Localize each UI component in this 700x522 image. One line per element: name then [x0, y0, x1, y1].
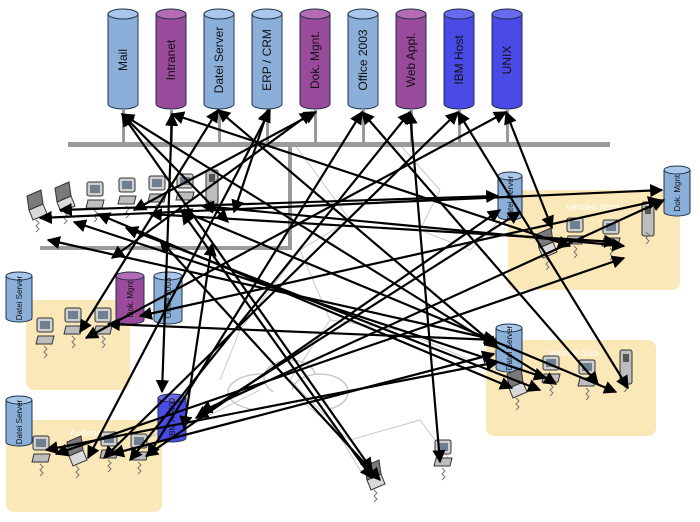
top-server-unix-label: UNIX [500, 46, 514, 75]
top-server-mail-label: Mail [116, 49, 130, 71]
workstation-icon[interactable] [26, 189, 48, 233]
top-server-office-2003-label: Office 2003 [356, 29, 370, 90]
local-server-datei-left1[interactable]: Datei Server [5, 271, 33, 323]
workstation-icon[interactable] [433, 439, 453, 481]
top-server-ibm-host[interactable]: IBM Host [443, 8, 475, 110]
top-server-office-2003[interactable]: Office 2003 [347, 8, 379, 110]
top-server-web-appl[interactable]: Web Appl. [395, 8, 427, 110]
top-server-datei-server[interactable]: Datei Server [203, 8, 235, 110]
connection-arrow [159, 239, 381, 481]
local-server-datei-left2[interactable]: Datei Server [5, 395, 33, 447]
top-server-dok-mgnt[interactable]: Dok. Mgnt. [299, 8, 331, 110]
top-server-datei-server-label: Datei Server [212, 27, 226, 94]
workstation-icon[interactable] [117, 177, 137, 219]
local-server-dok-mgnt-left[interactable]: Dok. Mgnt. [115, 271, 145, 325]
local-server-datei-left2-label: Datei Server [15, 399, 24, 444]
local-server-dok-mgnt-east[interactable]: Dok. Mgnt. [663, 165, 691, 217]
wan-links [139, 144, 501, 481]
connection-arrow [178, 208, 618, 394]
top-server-dok-mgnt-label: Dok. Mgnt. [308, 31, 322, 89]
top-server-intranet-label: Intranet [164, 39, 178, 80]
local-server-datei-left1-label: Datei Server [15, 275, 24, 320]
top-server-erp-crm[interactable]: ERP / CRM [251, 8, 283, 110]
connection-arrows [38, 108, 666, 481]
top-server-unix[interactable]: UNIX [491, 8, 523, 110]
top-server-ibm-host-label: IBM Host [452, 35, 466, 85]
top-server-erp-crm-label: ERP / CRM [260, 29, 274, 91]
top-server-intranet[interactable]: Intranet [155, 8, 187, 110]
connection-arrow [194, 211, 522, 419]
top-server-mail[interactable]: Mail [107, 8, 139, 110]
connection-arrow [404, 110, 446, 464]
local-server-dok-mgnt-east-label: Dok. Mgnt. [673, 173, 682, 212]
top-server-web-appl-label: Web Appl. [404, 33, 418, 87]
